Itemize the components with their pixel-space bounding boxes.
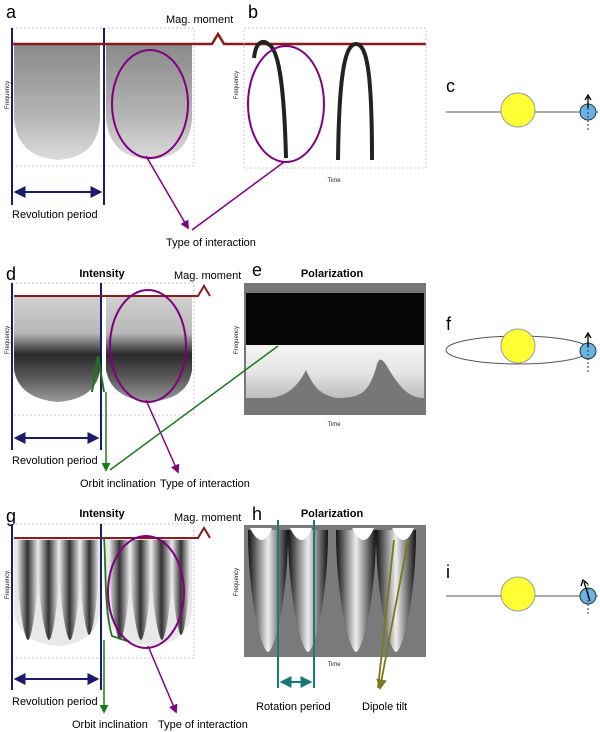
panel-b: b Frequency Time [234,2,427,184]
panel-g-title: Intensity [79,508,125,520]
panel-f-star [500,328,536,364]
panel-g-fringe [171,540,191,635]
panel-a-spectrum-left [14,44,100,160]
panel-g-revolution-period-label: Revolution period [12,696,98,708]
row1-interaction-arrow-b [191,161,285,231]
panel-g-interaction-arrow [147,645,178,714]
panel-f-dipole-arrow [584,331,592,347]
row1-mag-moment-line [12,31,426,46]
panel-g-fringe [79,540,100,635]
panel-e-title: Polarization [301,268,364,280]
panel-b-time-label: Time [327,178,341,184]
panel-g-orbit-inclination-label: Orbit inclination [72,719,148,731]
panel-c-star [500,92,536,128]
panel-g-inclination-mark [103,537,131,643]
panel-d-interaction-arrow [145,399,180,474]
panel-g-fringe [58,540,81,640]
panel-f: f [445,314,597,372]
panel-h-dipole-tilt-line-2 [376,539,409,691]
panel-a-interaction-ellipse [111,49,189,159]
panel-d-interaction-ellipse [109,289,187,403]
panel-e-frequency-label: Frequency [234,326,240,354]
panel-f-label: f [446,314,452,334]
panel-e-light-region [246,345,424,398]
panel-h-fringe [336,530,376,652]
panel-b-frequency-label: Frequency [234,71,240,99]
panel-e-time-label: Time [327,422,341,428]
panel-d: d Intensity Frequency Revolution period … [5,264,250,490]
panel-i-dipole-arrow [580,578,591,602]
panel-i-star [500,576,536,612]
panel-i-label: i [446,562,450,582]
panel-d-mag-moment-label: Mag. moment [174,270,241,282]
panel-g-fringe [16,540,39,640]
panel-d-label: d [6,264,16,284]
panel-e: e Polarization Frequency Time [109,260,426,471]
panel-g-interaction-ellipse [107,535,185,649]
panel-d-spectrum-left [14,296,100,402]
panel-h-dipole-tilt-line-1 [377,539,395,689]
panel-g-label: g [6,506,16,526]
panel-d-title: Intensity [79,268,125,280]
panel-b-frame [243,27,427,169]
panel-d-frequency-label: Frequency [5,326,11,354]
panel-h: h Polarization Frequency Time Rotation p… [234,504,426,713]
panel-i: i [446,562,598,614]
row1-interaction-label: Type of interaction [166,237,256,249]
panel-g-mag-moment-line [14,526,211,539]
panel-d-orbit-inclination-label: Orbit inclination [80,478,156,490]
panel-g: g Intensity Frequency Revolution period … [5,506,248,731]
panel-h-label: h [252,504,262,524]
panel-h-frequency-label: Frequency [234,568,240,596]
panel-h-rotation-period-label: Rotation period [256,701,331,713]
panel-g-fringe [150,540,173,640]
panel-g-frequency-label: Frequency [5,571,11,599]
panel-g-fringes [16,540,191,640]
panel-h-fringe [288,530,328,652]
panel-h-cap [290,528,312,540]
panel-g-fringe [108,540,131,640]
panel-h-cap [392,528,414,540]
panel-b-label: b [248,2,258,22]
panel-h-cap [250,528,272,540]
panel-g-mag-moment-label: Mag. moment [174,512,241,524]
panel-h-title: Polarization [301,508,364,520]
panel-g-interaction-label: Type of interaction [158,719,248,731]
panel-d-mag-moment-line [14,284,211,297]
panel-d-interaction-label: Type of interaction [160,478,250,490]
panel-d-spectrum-right [106,296,192,402]
panel-g-fringe [129,540,152,640]
panel-h-cap [352,528,374,540]
panel-c-dipole-arrow [584,93,592,108]
panel-e-label: e [252,260,262,280]
panel-a-frequency-label: Frequency [5,81,11,109]
panel-e-dark-band [246,293,424,345]
panel-c: c [446,76,598,130]
panel-a: a Frequency Revolution period [5,2,195,221]
panel-d-inclination-mark [91,355,105,393]
row1-mag-moment-label: Mag. moment [166,14,233,26]
panel-b-emission-arc-left [252,39,288,159]
panel-h-time-label: Time [327,662,341,668]
panel-b-emission-arc-right [336,41,374,161]
panel-c-label: c [446,76,455,96]
panel-a-revolution-period-label: Revolution period [12,209,98,221]
panel-e-inclination-arrow [109,345,279,471]
panel-g-fringe [37,540,60,640]
panel-a-spectrum-right [106,44,192,160]
row1-interaction-arrow-a [145,155,189,230]
panel-b-interaction-ellipse [247,45,325,163]
panel-d-revolution-period-label: Revolution period [12,455,98,467]
panel-h-dipole-tilt-label: Dipole tilt [362,701,407,713]
panel-a-label: a [6,2,17,22]
